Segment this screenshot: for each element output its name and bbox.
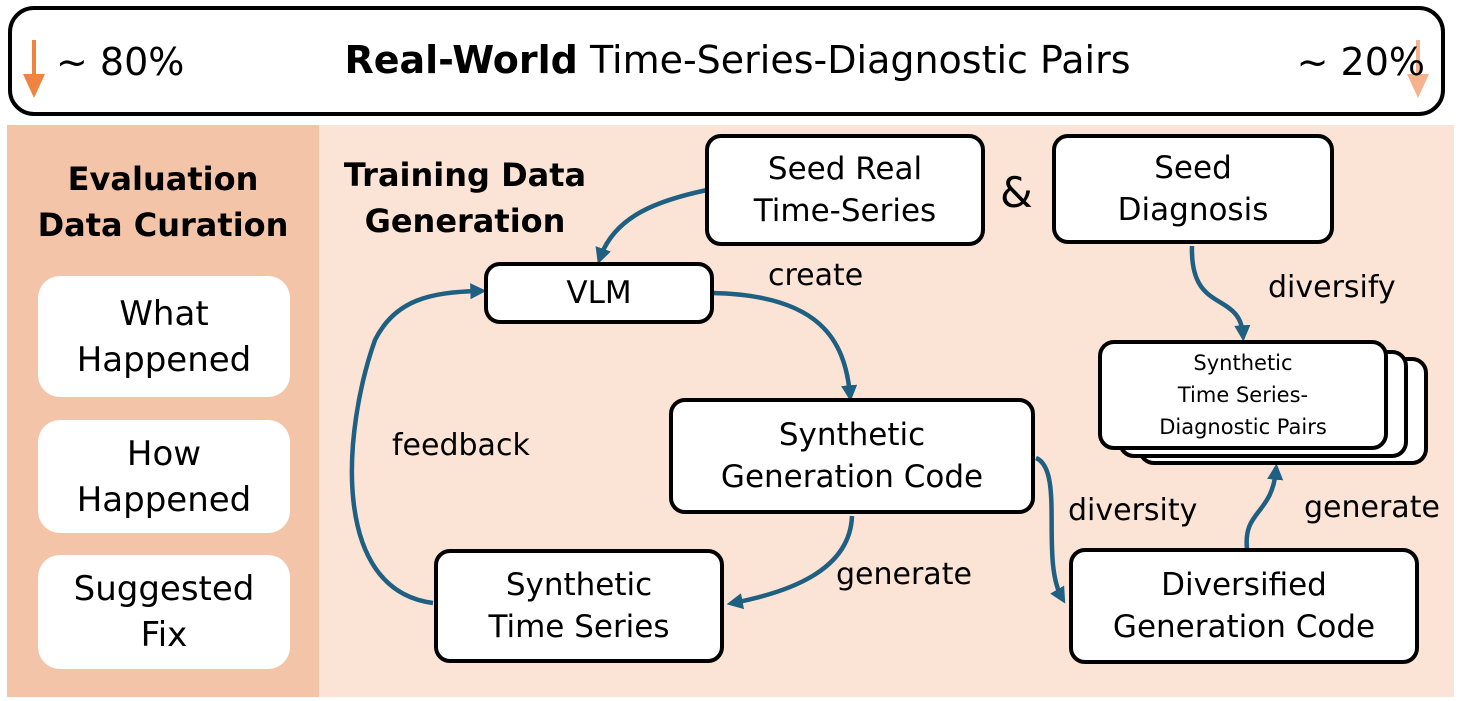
diversified-generation-code-node: Diversified Generation Code — [1069, 548, 1419, 664]
down-arrow-left-icon — [23, 40, 45, 98]
top-banner — [8, 6, 1445, 116]
seed-diagnosis-node: Seed Diagnosis — [1052, 134, 1334, 244]
seed-real-time-series-node: Seed Real Time-Series — [705, 134, 985, 246]
arrow-diversified-to-pairs — [1244, 463, 1284, 550]
training-title: Training Data Generation — [343, 156, 587, 240]
edge-label-generate-ts: generate — [836, 557, 972, 592]
edge-label-diversity: diversity — [1068, 493, 1198, 528]
down-arrow-right-icon — [1407, 40, 1429, 98]
eval-item-how-happened: How Happened — [38, 420, 290, 533]
arrow-code-to-diversified — [1034, 455, 1066, 604]
edge-label-diversify: diversify — [1268, 270, 1396, 305]
banner-title: Real-World Time-Series-Diagnostic Pairs — [0, 36, 1475, 84]
arrow-vlm-to-code — [711, 290, 858, 402]
edge-label-feedback: feedback — [392, 428, 530, 463]
eval-item-suggested-fix: Suggested Fix — [38, 555, 290, 669]
arrow-feedback — [349, 283, 487, 606]
eval-item-what-happened: What Happened — [38, 276, 290, 397]
banner-title-bold: Real-World — [344, 38, 578, 82]
ampersand: & — [1000, 168, 1033, 217]
edge-label-generate-pairs: generate — [1304, 490, 1440, 525]
synthetic-pairs-node: Synthetic Time Series- Diagnostic Pairs — [1098, 340, 1388, 450]
arrow-seed-to-vlm — [595, 187, 708, 265]
synthetic-time-series-node: Synthetic Time Series — [434, 549, 724, 663]
real-world-eval-share: ~ 80% — [56, 40, 185, 84]
synthetic-generation-code-node: Synthetic Generation Code — [669, 398, 1035, 514]
real-world-train-share: ~ 20% — [1296, 40, 1425, 84]
evaluation-title: Evaluation Data Curation — [37, 160, 289, 244]
banner-title-rest: Time-Series-Diagnostic Pairs — [577, 38, 1131, 82]
arrow-diagnosis-to-pairs — [1189, 245, 1251, 342]
edge-label-create: create — [768, 258, 864, 293]
arrow-code-to-ts — [726, 515, 855, 610]
vlm-node: VLM — [484, 262, 714, 324]
